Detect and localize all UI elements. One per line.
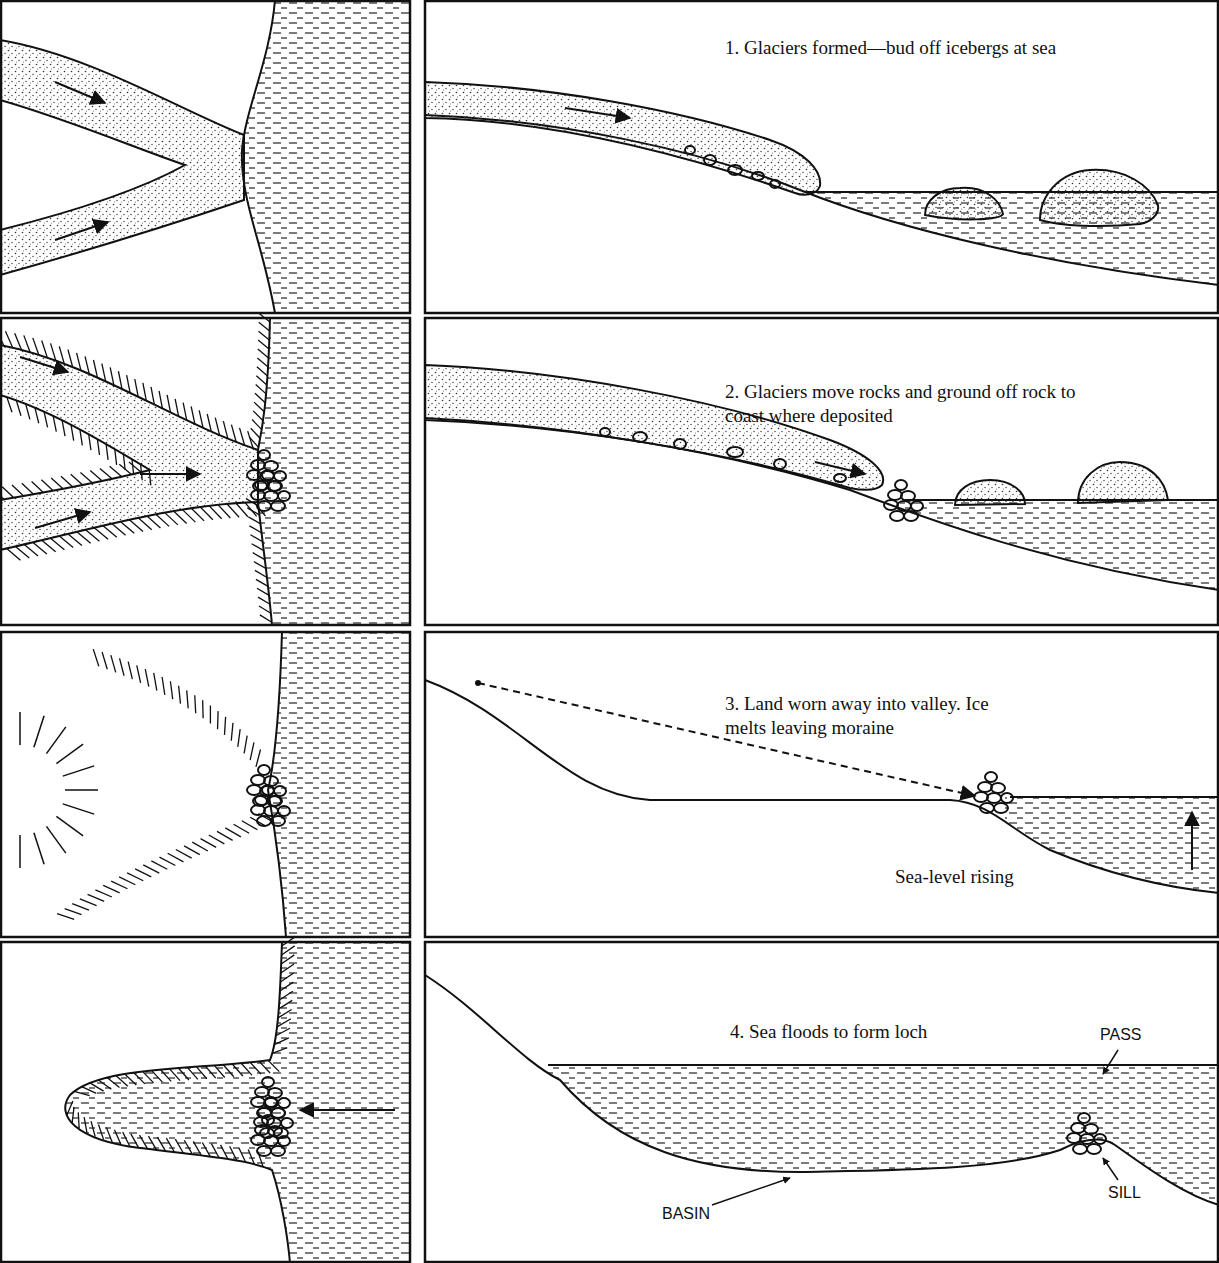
step-caption: 3. Land worn away into valley. Ice melts… xyxy=(725,692,1025,740)
step-caption: 4. Sea floods to form loch xyxy=(730,1020,927,1044)
step-caption: 1. Glaciers formed—bud off icebergs at s… xyxy=(725,36,1056,60)
part-label: BASIN xyxy=(662,1205,710,1223)
sea-level-note: Sea-level rising xyxy=(895,865,1014,889)
part-label: PASS xyxy=(1100,1026,1142,1044)
step-caption: 2. Glaciers move rocks and ground off ro… xyxy=(725,380,1097,428)
part-label: SILL xyxy=(1108,1184,1141,1202)
